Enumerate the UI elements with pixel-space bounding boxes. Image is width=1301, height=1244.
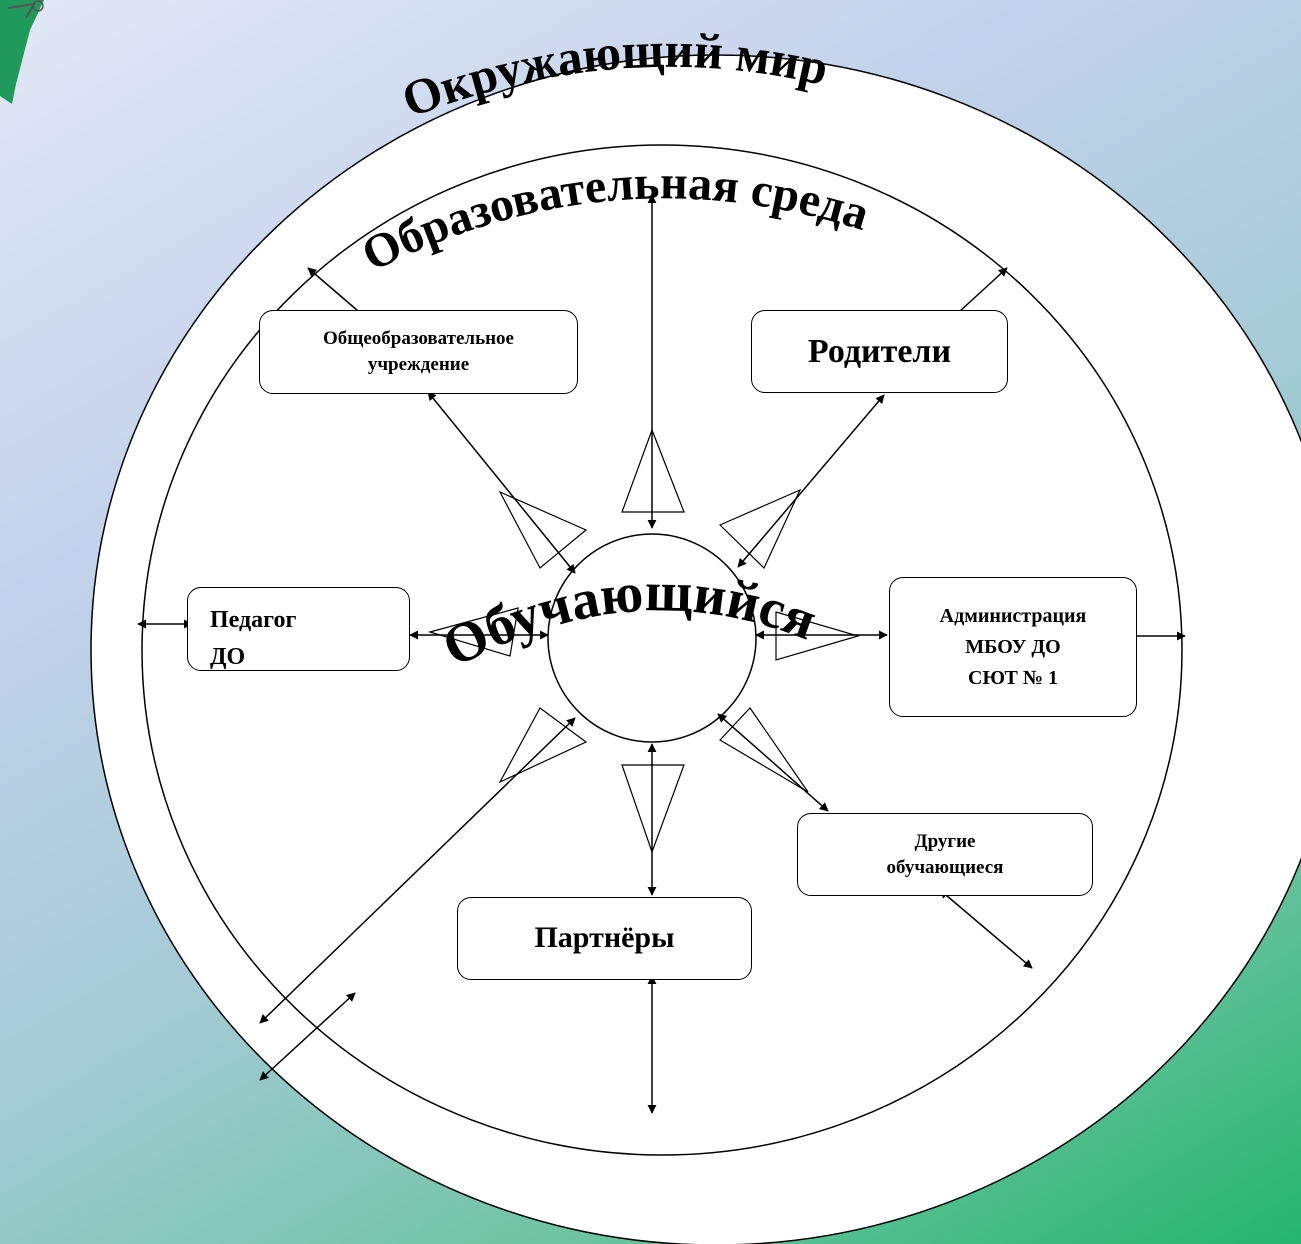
connector-arrows — [137, 194, 1186, 1114]
logo-icon — [0, 0, 44, 104]
administration-label-line3: СЮТ № 1 — [968, 666, 1058, 689]
other-students-box: Другие обучающиеся — [797, 813, 1093, 896]
school-box: Общеобразовательное учреждение — [259, 310, 578, 394]
parents-box: Родители — [751, 310, 1008, 393]
administration-box: Администрация МБОУ ДО СЮТ № 1 — [889, 577, 1137, 717]
teacher-label: Педагог ДО — [210, 607, 297, 671]
other-students-label: Другие обучающиеся — [886, 830, 1004, 878]
administration-label-line1: Администрация — [939, 604, 1087, 627]
partners-box: Партнёры — [457, 897, 752, 980]
teacher-box: Педагог ДО — [187, 587, 410, 671]
parents-label: Родители — [807, 332, 952, 370]
school-label: Общеобразовательное учреждение — [323, 328, 514, 375]
administration-label-line2: МБОУ ДО — [965, 635, 1061, 658]
partners-label: Партнёры — [534, 921, 675, 955]
